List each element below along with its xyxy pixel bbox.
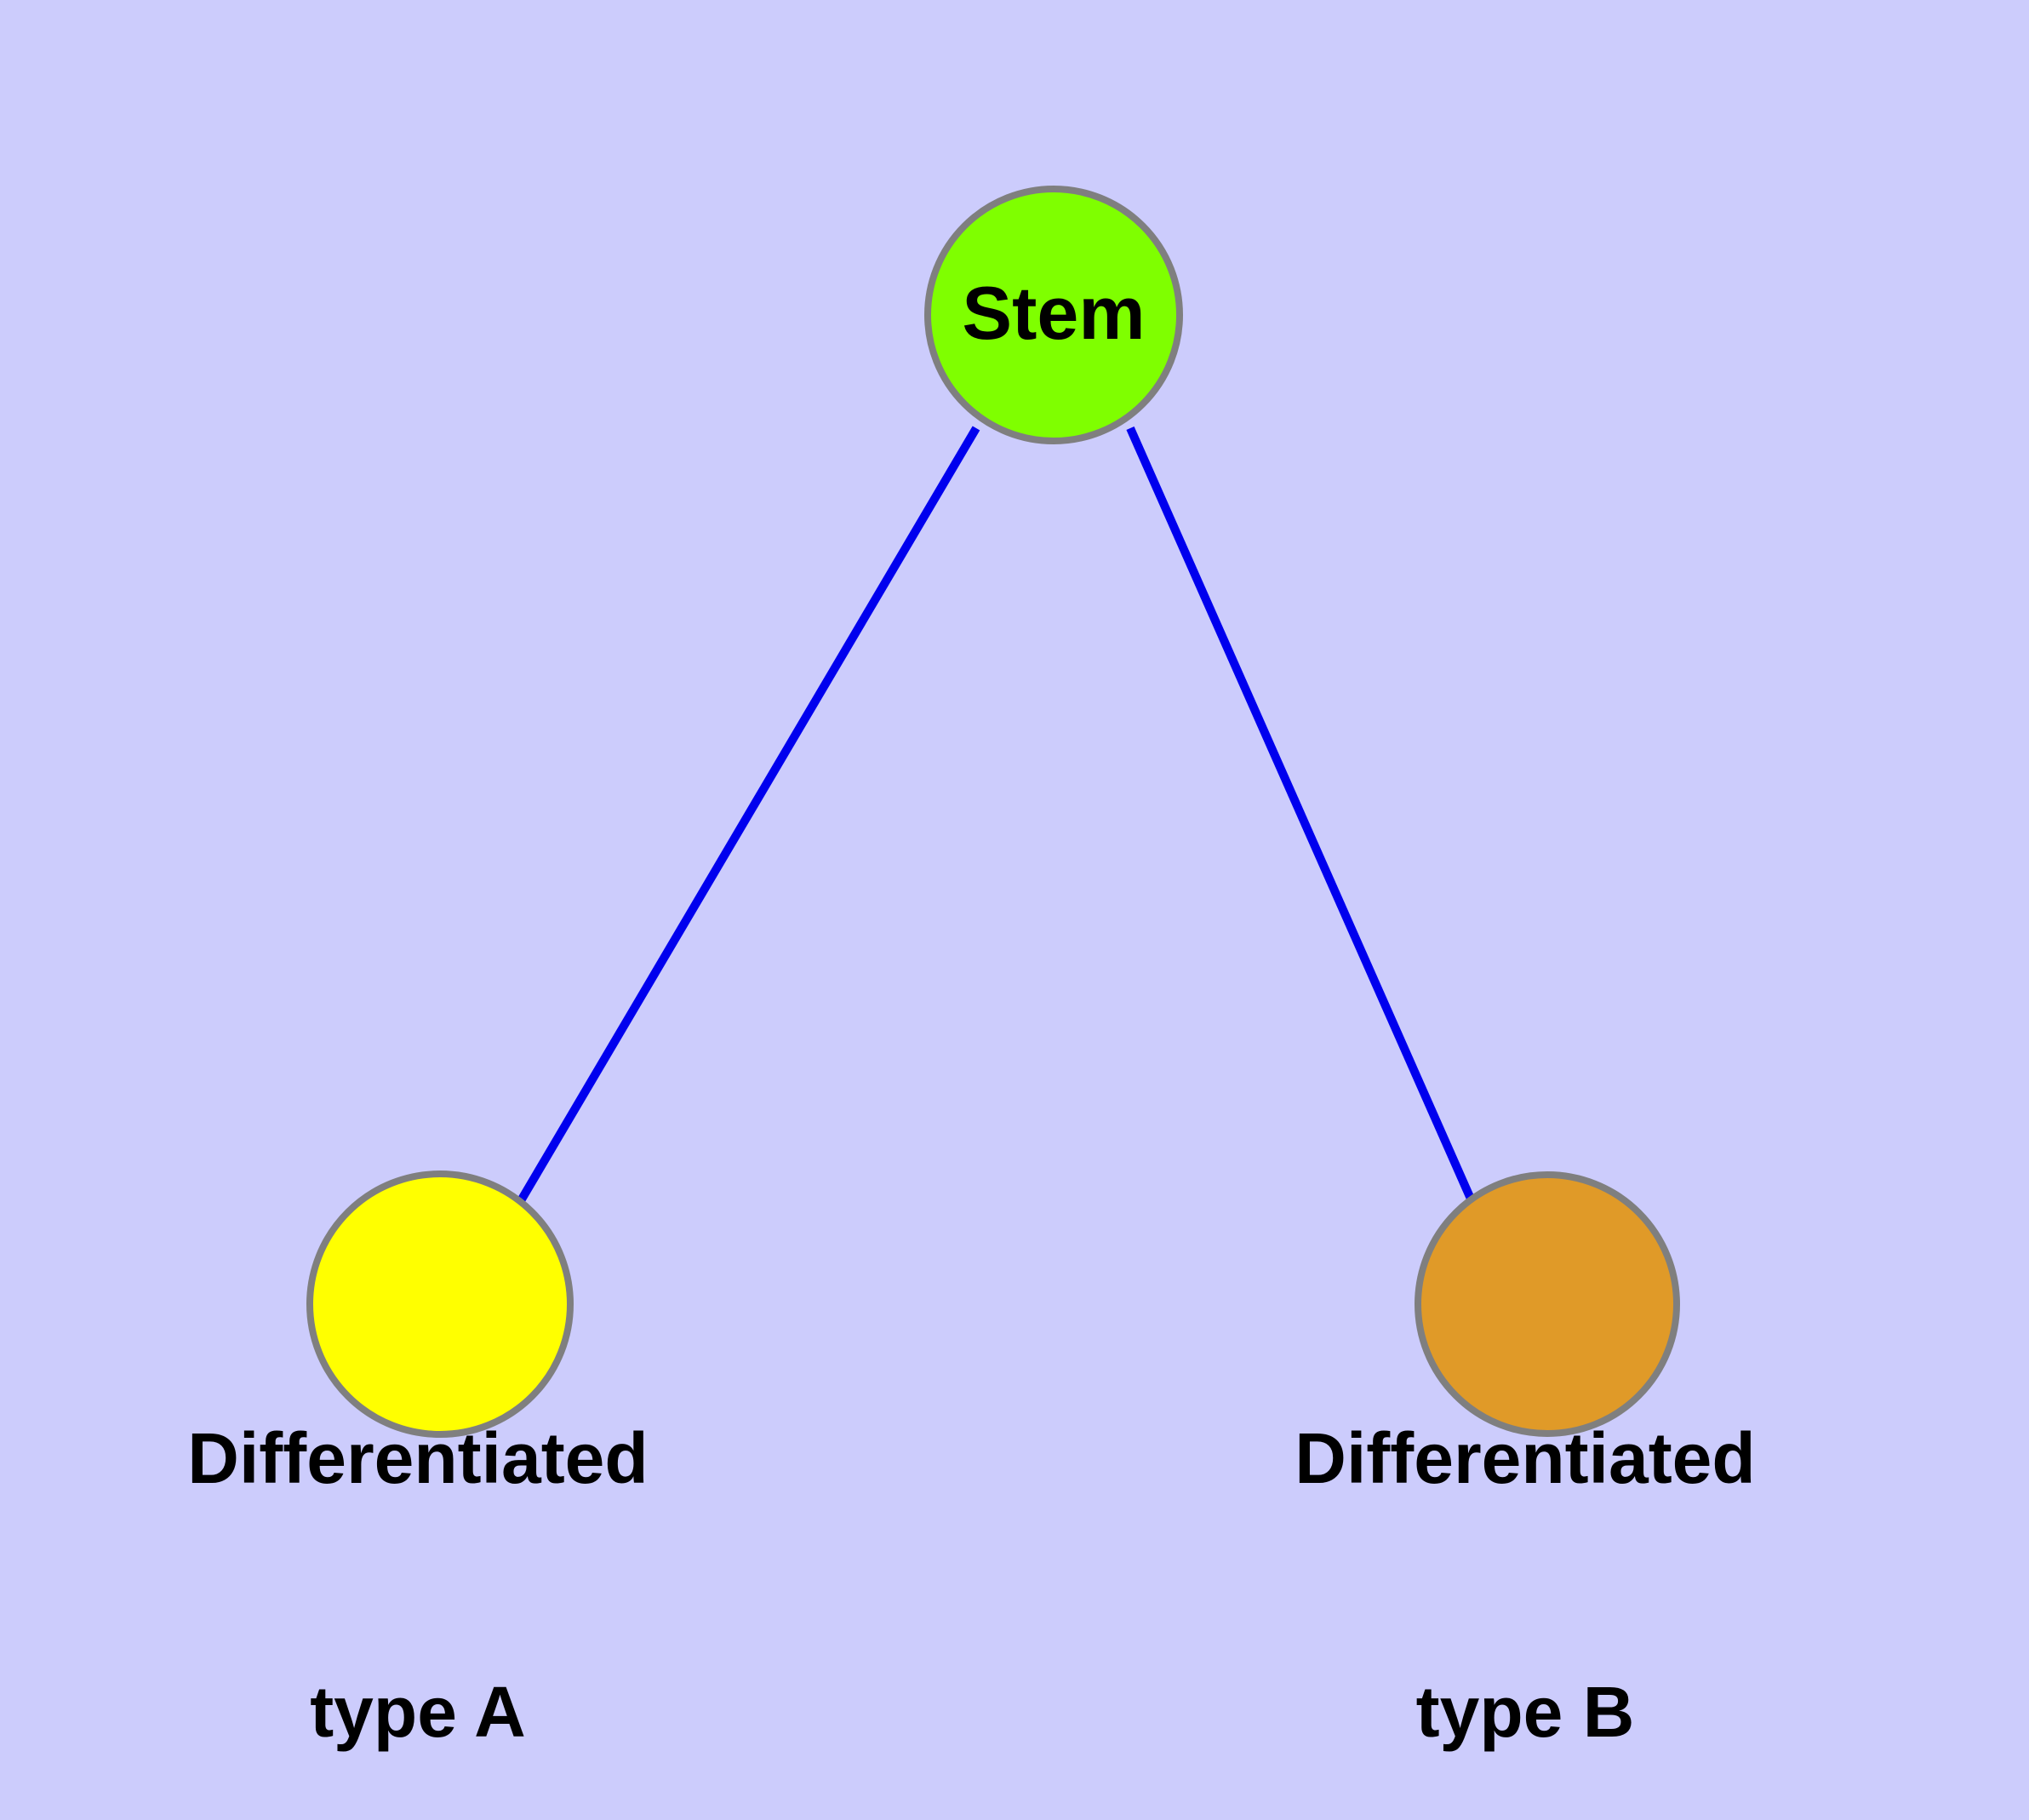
node-differentiated-type-b[interactable]	[1415, 1171, 1680, 1437]
node-layer	[306, 186, 1680, 1438]
edge-layer	[510, 426, 1481, 1215]
node-stem[interactable]	[924, 186, 1183, 444]
node-differentiated-type-a[interactable]	[306, 1170, 574, 1438]
edge-stem-to-differentiated-type-b	[1126, 426, 1481, 1215]
edge-stem-to-differentiated-type-a	[510, 426, 980, 1215]
